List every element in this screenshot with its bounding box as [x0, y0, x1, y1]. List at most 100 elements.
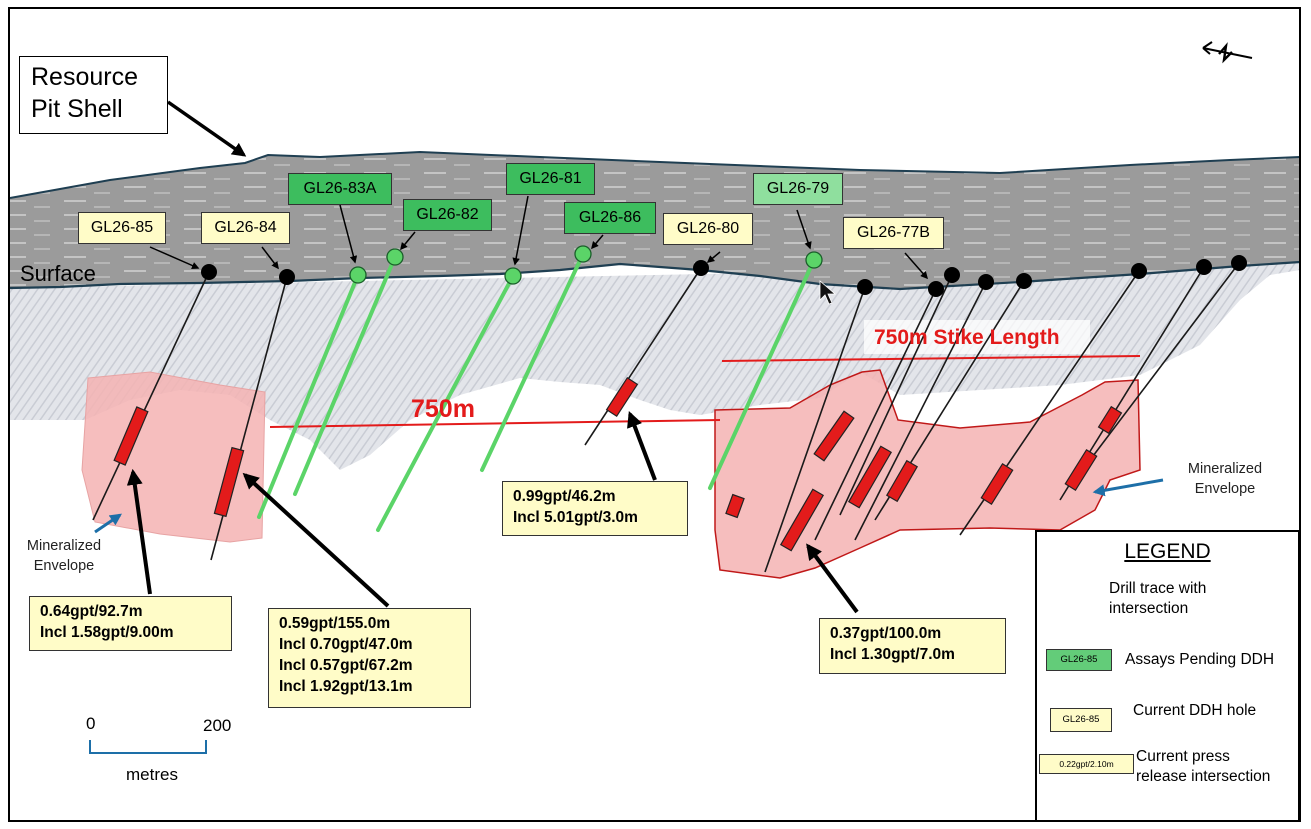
envelope-label-right: Mineralized Envelope [1170, 459, 1280, 499]
collar-gl26-79 [805, 251, 823, 269]
result-center-line-2: Incl 5.01gpt/3.0m [513, 509, 638, 526]
legend-title: LEGEND [1124, 540, 1211, 563]
intersection-gl26-80 [605, 376, 639, 418]
envelope-arrow-right [1092, 478, 1164, 497]
result-right-line-1: 0.37gpt/100.0m [830, 625, 942, 642]
legend-press-line-1: Current press [1136, 748, 1230, 765]
north-arrow-head [1202, 41, 1213, 55]
surface-label: Surface [20, 261, 96, 286]
result-arrows [126, 100, 859, 614]
result-left-line-1: 0.64gpt/92.7m [40, 603, 143, 620]
title-arrow [166, 100, 247, 157]
trace-gl26-83a [257, 273, 360, 519]
hole-tag-gl26-86: GL26-86 [564, 202, 656, 234]
collars-current [201, 255, 1247, 297]
hole-tag-gl26-80: GL26-80 [663, 213, 753, 245]
trace-gl26-77b-b [814, 288, 937, 541]
strike-line-long [721, 355, 1141, 362]
result-arrow-right [806, 543, 859, 614]
leader-gl26-80 [706, 251, 721, 263]
collar-b [944, 267, 960, 283]
hole-tag-gl26-79: GL26-79 [753, 173, 843, 205]
strike-label-bg [864, 320, 1090, 354]
north-arrow-shaft [1202, 47, 1253, 59]
result-left-line-2: Incl 1.58gpt/9.00m [40, 624, 174, 641]
result-arrow-center-left [242, 472, 390, 608]
envelope-right-line-1: Mineralized [1187, 461, 1263, 477]
envelope-right-line-2: Envelope [1194, 481, 1256, 497]
resource-pit-shell-label: Resource Pit Shell [19, 56, 168, 134]
intersection-gl26-84 [213, 446, 245, 518]
trace-gl26-81 [376, 274, 515, 532]
legend: LEGEND Drill trace with intersection GL2… [1035, 530, 1300, 822]
result-arrow-center [627, 411, 657, 481]
legend-drill-trace-line-1: Drill trace with [1109, 580, 1207, 597]
scale-bar [89, 740, 207, 754]
hole-tag-gl26-85: GL26-85 [78, 212, 166, 244]
intersection-right-3 [779, 488, 825, 552]
legend-press-swatch: 0.22gpt/2.10m [1039, 754, 1134, 774]
hole-tag-gl26-83a: GL26-83A [288, 173, 392, 205]
result-right-line-2: Incl 1.30gpt/7.0m [830, 646, 955, 663]
intersection-right-6 [980, 463, 1014, 505]
trace-gl26-86 [480, 252, 585, 472]
leader-gl26-86 [591, 234, 604, 250]
legend-pending-swatch: GL26-85 [1046, 649, 1112, 671]
envelope-left-line-1: Mineralized [26, 538, 102, 554]
legend-current-swatch: GL26-85 [1050, 708, 1112, 732]
north-arrow-n [1218, 42, 1233, 64]
result-center-left-line-4: Incl 1.92gpt/13.1m [279, 678, 413, 695]
scale-zero-label: 0 [86, 714, 96, 733]
hole-tag-gl26-84: GL26-84 [201, 212, 290, 244]
result-box-right: 0.37gpt/100.0m Incl 1.30gpt/7.0m [819, 618, 1006, 674]
intersection-right-5 [885, 459, 919, 503]
legend-press-line-2: release intersection [1136, 768, 1271, 785]
result-box-center-left: 0.59gpt/155.0m Incl 0.70gpt/47.0m Incl 0… [268, 608, 471, 708]
trace-gl26-77b-c [839, 274, 953, 516]
trace-gl26-85 [92, 271, 210, 521]
trace-gl26-77b-a [764, 286, 866, 573]
trace-east-1 [854, 281, 987, 541]
envelope-arrow-left [94, 513, 122, 534]
legend-drill-trace-label: Drill trace with intersection [1109, 579, 1206, 619]
collar-c [978, 274, 994, 290]
collar-f [1196, 259, 1212, 275]
title-line-2: Pit Shell [31, 95, 123, 123]
result-box-left: 0.64gpt/92.7m Incl 1.58gpt/9.00m [29, 596, 232, 651]
intersection-right-1 [725, 493, 745, 519]
intersection-right-7 [1064, 449, 1098, 491]
leader-gl26-77b [904, 252, 928, 280]
collar-gl26-83a [349, 266, 367, 284]
collar-gl26-80 [693, 260, 709, 276]
mouse-cursor-icon [819, 280, 837, 305]
collar-gl26-82 [386, 248, 404, 266]
collar-gl26-81 [504, 267, 522, 285]
collar-gl26-86 [574, 245, 592, 263]
intersection-right-2 [813, 410, 855, 462]
title-line-1: Resource [31, 63, 138, 91]
hole-tag-gl26-77b: GL26-77B [843, 217, 944, 249]
intersection-right-8 [1097, 405, 1123, 435]
leader-gl26-81 [512, 195, 529, 266]
scale-unit-label: metres [126, 765, 178, 784]
legend-current-label: Current DDH hole [1133, 702, 1257, 719]
intersections [113, 376, 1123, 552]
envelope-left-line-2: Envelope [33, 558, 95, 574]
collar-e [1131, 263, 1147, 279]
leader-arrows [149, 195, 928, 280]
result-arrow-left [126, 468, 152, 595]
result-center-left-line-1: 0.59gpt/155.0m [279, 615, 391, 632]
trace-gl26-82 [293, 255, 397, 496]
leader-gl26-83a [339, 204, 358, 264]
intersection-gl26-85 [113, 406, 149, 466]
trace-gl26-80 [584, 267, 702, 446]
scale-max-label: 200 [203, 716, 232, 735]
strike-length-label-short: 750m [411, 395, 475, 423]
drill-traces-pending [257, 252, 816, 532]
hole-tag-gl26-81: GL26-81 [506, 163, 595, 195]
strike-length-label-long: 750m Stike Length [874, 326, 1060, 349]
collar-gl26-85 [201, 264, 217, 280]
leader-gl26-82 [400, 231, 416, 251]
surface-line [9, 260, 1301, 291]
